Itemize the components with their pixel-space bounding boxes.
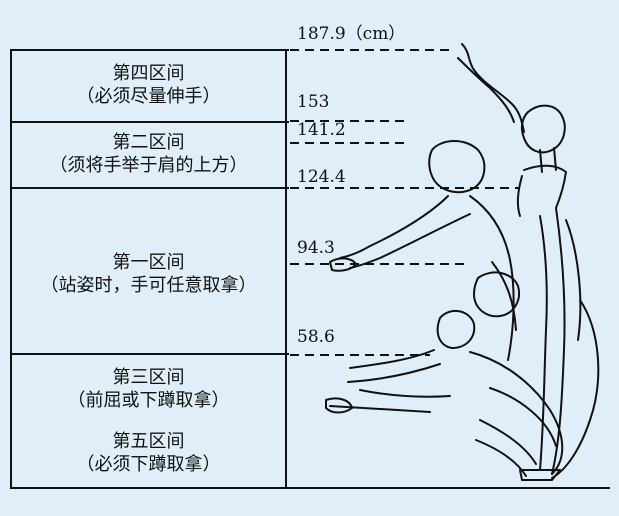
zone-4-note: （必须尽量伸手） bbox=[76, 86, 221, 107]
zone-1-note: （站姿时，手可任意取拿） bbox=[40, 275, 257, 296]
zone-1-title: 第一区间 bbox=[112, 252, 185, 273]
zone-4-title: 第四区间 bbox=[112, 63, 185, 84]
zone-top-line bbox=[10, 49, 289, 51]
zone-4-label: 第四区间 （必须尽量伸手） bbox=[10, 62, 287, 108]
zone-boundary-4-2 bbox=[10, 121, 289, 123]
height-label-94: 94.3 bbox=[297, 238, 335, 258]
standing-figure bbox=[457, 43, 582, 481]
zone-boundary-1-3 bbox=[10, 353, 289, 355]
crouching-figure bbox=[325, 271, 600, 479]
zone-2-label: 第二区间 （须将手举于肩的上方） bbox=[10, 131, 287, 177]
height-label-141: 141.2 bbox=[297, 120, 346, 140]
height-label-124: 124.4 bbox=[297, 167, 346, 187]
floor-line bbox=[10, 487, 610, 489]
height-label-max: 187.9（cm） bbox=[297, 24, 406, 44]
height-label-58: 58.6 bbox=[297, 327, 335, 347]
zone-boundary-2-1 bbox=[10, 187, 289, 189]
zone-5-note: （必须下蹲取拿） bbox=[76, 454, 221, 475]
zone-1-label: 第一区间 （站姿时，手可任意取拿） bbox=[10, 251, 287, 297]
zone-table bbox=[10, 50, 287, 488]
zone-3-note: （前屈或下蹲取拿） bbox=[67, 390, 230, 411]
zone-5-label: 第五区间 （必须下蹲取拿） bbox=[10, 430, 287, 476]
zone-3-label: 第三区间 （前屈或下蹲取拿） bbox=[10, 366, 287, 412]
zone-2-note: （须将手举于肩的上方） bbox=[49, 155, 248, 176]
reaching-figure bbox=[329, 140, 517, 361]
zone-5-title: 第五区间 bbox=[112, 431, 185, 452]
height-label-153: 153 bbox=[297, 92, 330, 112]
zone-2-title: 第二区间 bbox=[112, 132, 185, 153]
zone-3-title: 第三区间 bbox=[112, 367, 185, 388]
